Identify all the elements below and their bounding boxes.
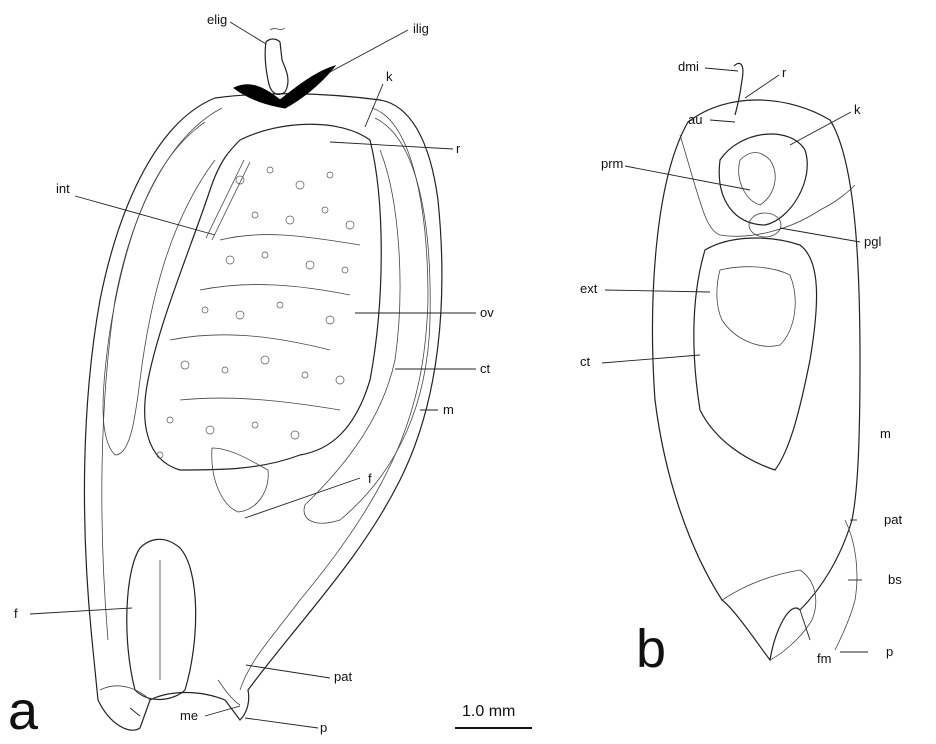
label-ov: ov (480, 306, 494, 320)
label-ilig: ilig (413, 22, 429, 36)
label-ct-b: ct (580, 355, 590, 369)
label-me: me (180, 709, 198, 723)
label-m-a: m (443, 403, 454, 417)
label-pat-b: pat (884, 513, 902, 527)
label-int: int (56, 182, 70, 196)
label-r-b: r (782, 66, 786, 80)
label-ct-a: ct (480, 362, 490, 376)
label-k-b: k (854, 103, 861, 117)
scale-bar-label: 1.0 mm (462, 703, 515, 721)
label-pat-a: pat (334, 670, 352, 684)
label-fm: fm (817, 652, 831, 666)
label-pgl: pgl (864, 235, 881, 249)
label-ext: ext (580, 282, 597, 296)
specimen-b-drawing (653, 63, 860, 660)
label-prm: prm (601, 157, 623, 171)
label-p-b: p (886, 645, 893, 659)
panel-label-b: b (636, 622, 666, 676)
label-p-a: p (320, 721, 327, 735)
leader-lines-b (602, 68, 868, 652)
leader-lines-a (30, 22, 476, 728)
specimen-a-drawing (84, 28, 441, 730)
label-f-right: f (368, 472, 372, 486)
label-bs: bs (888, 573, 902, 587)
label-r-a: r (456, 142, 460, 156)
label-elig: elig (207, 13, 227, 27)
ovary-cells (157, 167, 354, 458)
label-k-a: k (386, 70, 393, 84)
label-f-left: f (14, 607, 18, 621)
label-dmi: dmi (678, 60, 699, 74)
label-m-b: m (880, 427, 891, 441)
label-au: au (688, 113, 702, 127)
panel-label-a: a (8, 684, 38, 738)
internal-ligament-shape (234, 66, 335, 108)
